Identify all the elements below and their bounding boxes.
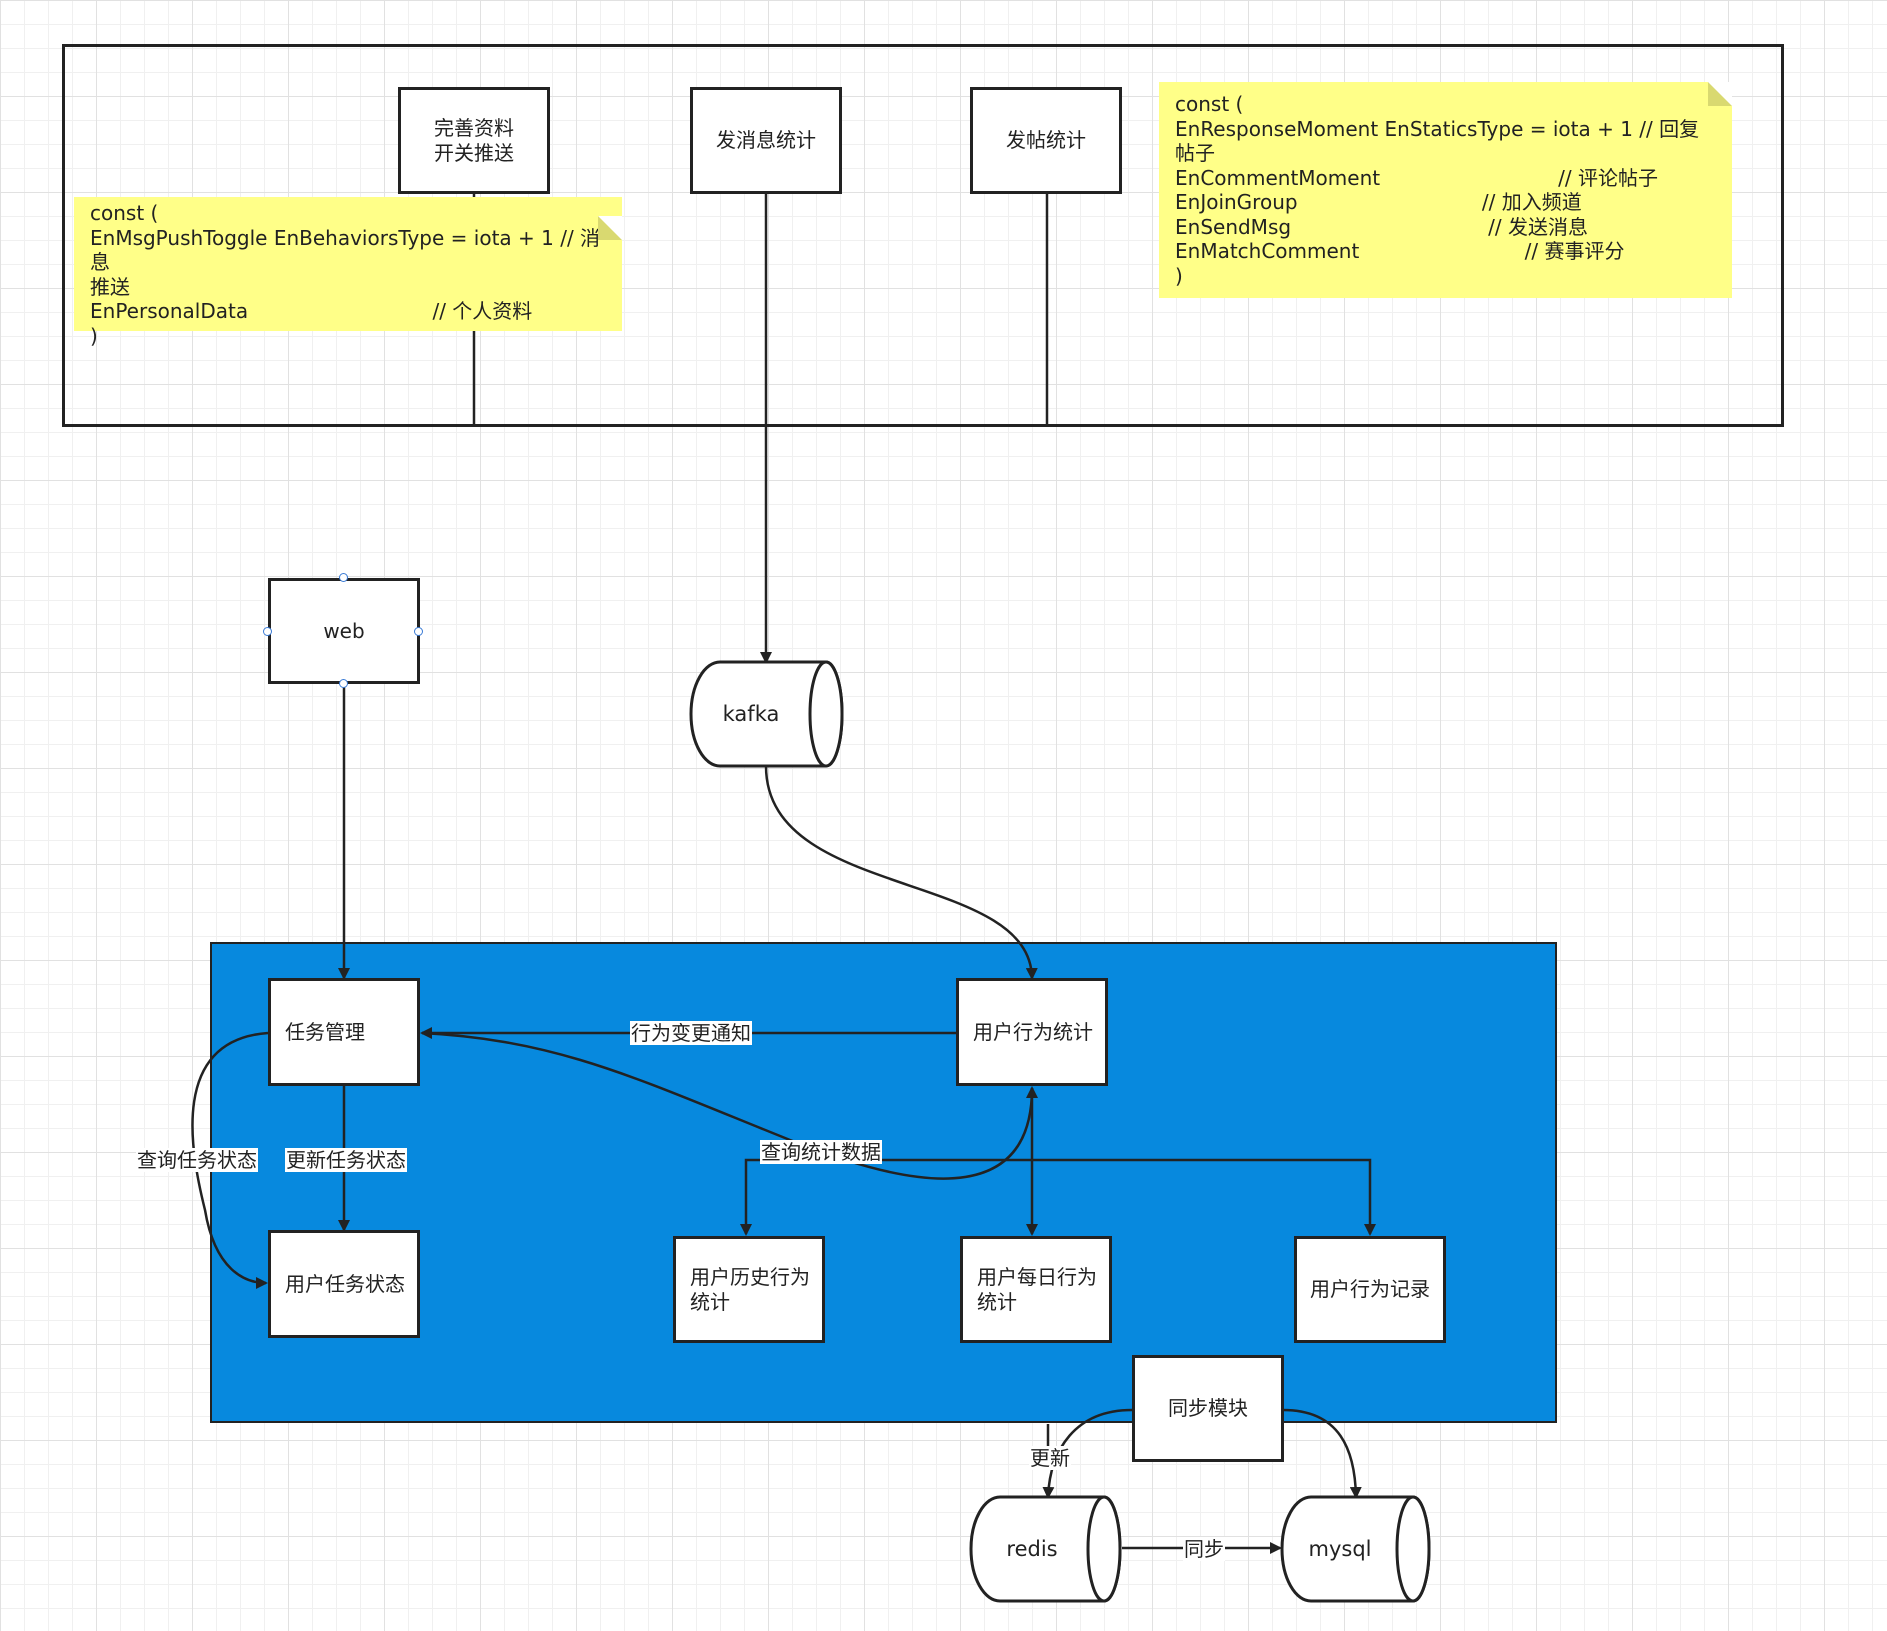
- edge-stats-history: [740, 1158, 1032, 1236]
- post-stats-node[interactable]: 发帖统计: [970, 87, 1122, 194]
- edge-sync-to-mysql: [1282, 1408, 1362, 1499]
- profile-push-node[interactable]: 完善资料 开关推送: [398, 87, 550, 194]
- selection-handle-right[interactable]: [414, 627, 423, 636]
- selection-handle-top[interactable]: [339, 573, 348, 582]
- note-behaviors-type[interactable]: const ( EnMsgPushToggle EnBehaviorsType …: [74, 197, 622, 348]
- edge-label-query-stats-data: 查询统计数据: [760, 1140, 882, 1164]
- edge-sync-to-redis: [1042, 1408, 1133, 1499]
- kafka-label: kafka: [722, 702, 780, 726]
- web-node[interactable]: web: [268, 578, 420, 684]
- note-behaviors-fold: [598, 216, 622, 240]
- user-behavior-stats-node[interactable]: 用户行为统计: [956, 978, 1108, 1086]
- edge-task-query-status: [191, 1031, 269, 1289]
- user-task-status-node[interactable]: 用户任务状态: [268, 1230, 420, 1338]
- redis-label: redis: [1006, 1537, 1058, 1561]
- sync-module-node[interactable]: 同步模块: [1132, 1355, 1284, 1462]
- top-panel: [62, 44, 1784, 427]
- mysql-cylinder: [1280, 1495, 1431, 1603]
- kafka-cylinder: [689, 660, 844, 768]
- edge-label-behavior-change-notify: 行为变更通知: [630, 1021, 752, 1045]
- edge-task-query-stats: [421, 1031, 1038, 1180]
- selection-handle-bottom[interactable]: [339, 679, 348, 688]
- edge-label-update-task-status: 更新任务状态: [285, 1148, 407, 1172]
- edge-label-sync: 同步: [1183, 1537, 1225, 1561]
- task-mgmt-node[interactable]: 任务管理: [268, 978, 420, 1086]
- behavior-record-node[interactable]: 用户行为记录: [1294, 1236, 1446, 1343]
- edge-label-query-task-status: 查询任务状态: [136, 1148, 258, 1172]
- note-statics-fold: [1708, 82, 1732, 106]
- note-statics-type[interactable]: const ( EnResponseMoment EnStaticsType =…: [1159, 82, 1732, 298]
- selection-handle-left[interactable]: [263, 627, 272, 636]
- edge-kafka-to-stats: [764, 765, 1038, 980]
- redis-cylinder: [969, 1495, 1122, 1603]
- edge-label-update: 更新: [1029, 1446, 1071, 1470]
- daily-stats-node[interactable]: 用户每日行为 统计: [960, 1236, 1112, 1343]
- mysql-label: mysql: [1308, 1537, 1372, 1561]
- send-msg-stats-node[interactable]: 发消息统计: [690, 87, 842, 194]
- edge-stats-record: [1032, 1158, 1376, 1236]
- history-stats-node[interactable]: 用户历史行为 统计: [673, 1236, 825, 1343]
